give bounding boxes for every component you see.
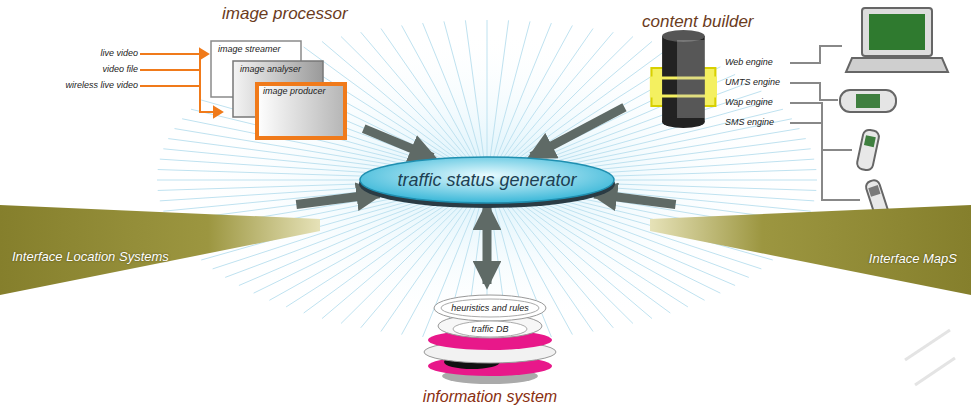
node-label: image producer (263, 86, 326, 96)
node-label: traffic status generator (397, 170, 576, 191)
flow-arrow (364, 129, 433, 158)
database-stack: information system heuristics and rules tr… (412, 288, 568, 410)
process-card: image producer (255, 82, 347, 140)
content-builder: content builder (628, 6, 758, 136)
node-label: image streamer (218, 44, 281, 54)
group-box: image processor image streamer image analy… (110, 0, 360, 150)
engine-label: SMS engine (725, 117, 774, 127)
engine-label: Web engine (725, 57, 773, 67)
interface-band: Interface MapS (650, 205, 971, 295)
input-label: video file (102, 64, 138, 74)
node-label: traffic DB (471, 324, 508, 334)
node-label: Interface Location Systems (12, 249, 169, 264)
node-label: image processor (222, 4, 348, 24)
db-disc: traffic DB (452, 320, 528, 338)
input-label: wireless live video (65, 80, 138, 90)
watermark-stroke (905, 330, 955, 385)
engine-label: Wap engine (725, 97, 773, 107)
flow-arrow (483, 207, 492, 284)
input-label: live video (100, 48, 138, 58)
engine-label: UMTS engine (725, 77, 780, 87)
flow-arrow (532, 107, 625, 156)
input-bracket (140, 49, 222, 117)
laptop-icon (846, 8, 948, 72)
node-label: Interface MapS (869, 251, 957, 266)
flow-arrow (296, 194, 379, 205)
node-label: image analyser (240, 64, 301, 74)
rules-disc: heuristics and rules (440, 298, 540, 318)
interface-band: Interface Location Systems (0, 205, 320, 295)
interface-band-outline (650, 205, 971, 295)
pda-icon (840, 90, 896, 112)
flow-arrow (594, 194, 675, 205)
node-label: heuristics and rules (451, 303, 529, 313)
node-label: content builder (642, 12, 754, 32)
phone-icon (856, 129, 880, 171)
central-ellipse: traffic status generator (357, 152, 617, 208)
node-label: information system (423, 388, 557, 406)
